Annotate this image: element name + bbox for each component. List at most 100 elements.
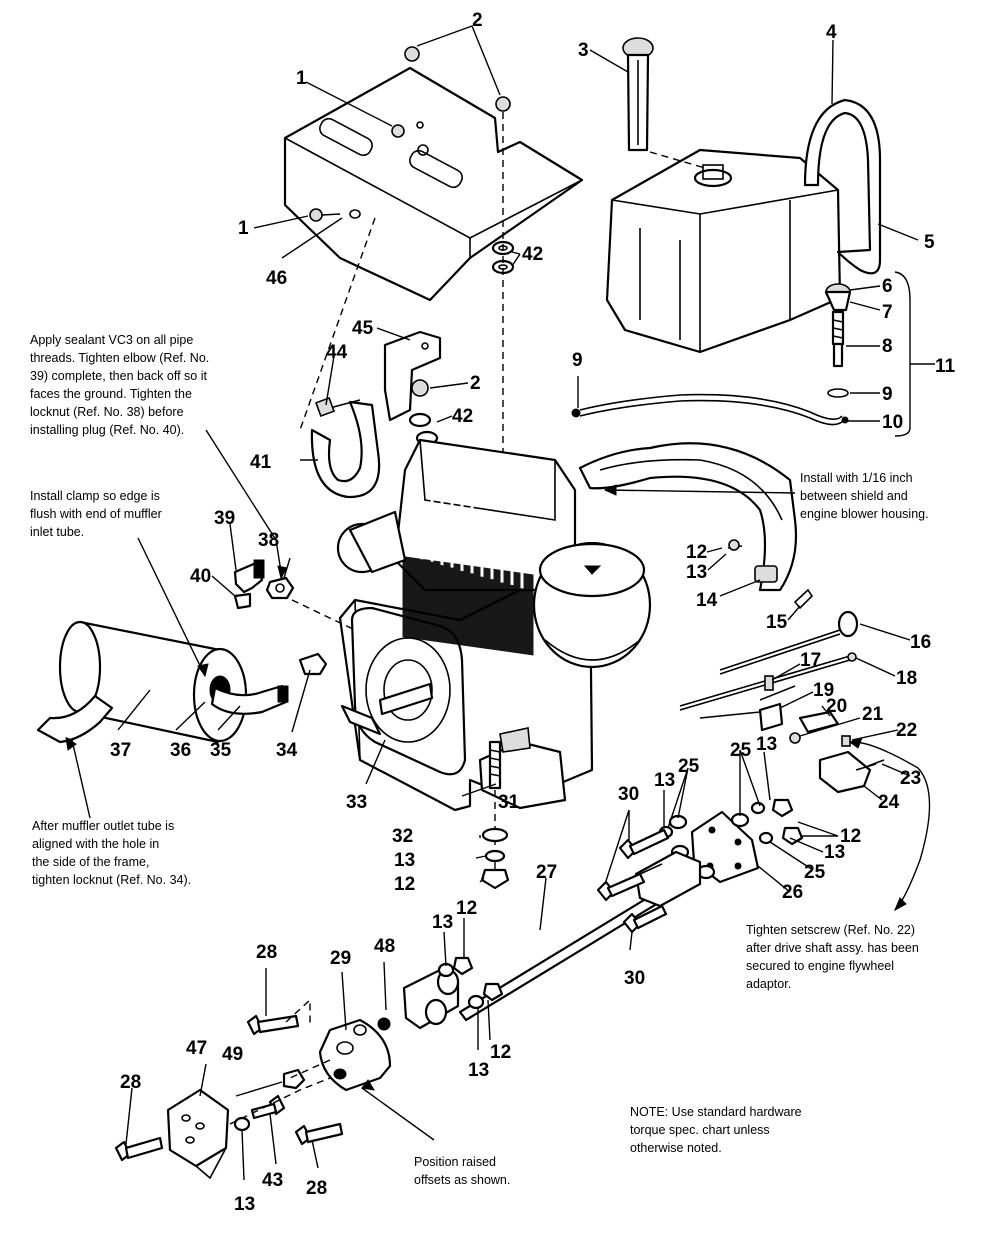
callout-13: 13: [654, 770, 675, 791]
note-line: secured to engine flywheel: [746, 959, 894, 973]
throttle-cables: [679, 610, 859, 719]
callout-46: 46: [266, 268, 287, 289]
note-line: after drive shaft assy. has been: [746, 941, 919, 955]
note-line: Position raised: [414, 1155, 496, 1169]
note-line: otherwise noted.: [630, 1141, 722, 1155]
callout-28: 28: [306, 1178, 327, 1199]
bolt-alignment-line-2: [289, 1059, 331, 1079]
callout-26: 26: [782, 882, 803, 903]
tank-strap-4-5: [803, 98, 882, 275]
note-setscrew: Tighten setscrew (Ref. No. 22) after dri…: [746, 923, 919, 991]
note-muffler: After muffler outlet tube is aligned wit…: [32, 819, 191, 887]
callout-37: 37: [110, 740, 131, 761]
bolt-alignment-line: [285, 998, 311, 1024]
callout-41: 41: [250, 452, 272, 473]
callout-8: 8: [882, 336, 893, 357]
note-line: Install clamp so edge is: [30, 489, 160, 503]
note-line: NOTE: Use standard hardware: [630, 1105, 802, 1119]
fuel-gauge-cap-3: [622, 37, 706, 169]
callout-4: 4: [826, 22, 837, 43]
callout-13: 13: [756, 734, 777, 755]
shroud-alignment-line: [299, 217, 376, 431]
note-line: inlet tube.: [30, 525, 84, 539]
callout-1: 1: [296, 68, 307, 89]
linkage-19-24: [758, 702, 885, 794]
callout-3: 3: [578, 40, 589, 61]
callout-45: 45: [352, 318, 374, 339]
note-sealant: Apply sealant VC3 on all pipe threads. T…: [30, 333, 209, 437]
callout-33: 33: [346, 792, 367, 813]
muffler-clamp-41: [310, 397, 381, 499]
callout-17: 17: [800, 650, 821, 671]
callout-13: 13: [686, 562, 707, 583]
coupler-bolts: [114, 1014, 344, 1162]
callout-14: 14: [696, 590, 718, 611]
drive-shaft-27: [402, 850, 702, 1030]
callout-42: 42: [522, 244, 543, 265]
note-line: adaptor.: [746, 977, 791, 991]
callout-2: 2: [470, 373, 481, 394]
callout-5: 5: [924, 232, 935, 253]
callout-25: 25: [730, 740, 752, 761]
callout-30: 30: [618, 784, 639, 805]
callout-47: 47: [186, 1038, 207, 1059]
note-line: flush with end of muffler: [30, 507, 162, 521]
coupler-alignment-line: [229, 1077, 331, 1125]
callout-15: 15: [766, 612, 788, 633]
note-line: 39) complete, then back off so it: [30, 369, 207, 383]
air-cleaner: [532, 541, 652, 669]
callout-9: 9: [882, 384, 893, 405]
setscrew-note-leader: [849, 741, 931, 911]
note-offsets: Position raised offsets as shown.: [414, 1155, 510, 1187]
blower-shield-14: [578, 442, 814, 610]
callout-12: 12: [840, 826, 861, 847]
callout-32: 32: [392, 826, 413, 847]
note-line: the side of the frame,: [32, 855, 149, 869]
callout-19: 19: [813, 680, 834, 701]
callout-28: 28: [256, 942, 277, 963]
washer-stack-42: [491, 240, 515, 275]
callout-22: 22: [896, 720, 917, 741]
callout-12: 12: [456, 898, 477, 919]
note-line: offsets as shown.: [414, 1173, 510, 1187]
callout-25: 25: [678, 756, 700, 777]
callout-23: 23: [900, 768, 921, 789]
callout-12: 12: [686, 542, 707, 563]
arrowheads: [65, 484, 907, 1091]
bracket-45: [383, 330, 442, 446]
callout-39: 39: [214, 508, 235, 529]
note-line: Install with 1/16 inch: [800, 471, 913, 485]
callout-13: 13: [468, 1060, 489, 1081]
callout-34: 34: [276, 740, 298, 761]
callout-27: 27: [536, 862, 557, 883]
callout-21: 21: [862, 704, 884, 725]
note-line: locknut (Ref. No. 38) before: [30, 405, 184, 419]
callout-12: 12: [490, 1042, 511, 1063]
callout-30: 30: [624, 968, 645, 989]
callout-9: 9: [572, 350, 583, 371]
callout-43: 43: [262, 1170, 283, 1191]
shaft-bolts-30: [596, 828, 670, 934]
fuel-fittings-6-10: [571, 283, 852, 426]
callout-29: 29: [330, 948, 351, 969]
flywheel-hardware: [658, 798, 804, 880]
note-shield: Install with 1/16 inch between shield an…: [800, 471, 929, 521]
muffler-37: [36, 620, 289, 744]
callouts: 1 1 2 2 3 4 5 6 7 8 9 9 10 11 12 12 12 1…: [110, 10, 956, 1215]
callout-31: 31: [498, 792, 520, 813]
callout-25: 25: [804, 862, 826, 883]
note-torque: NOTE: Use standard hardware torque spec.…: [630, 1105, 802, 1155]
mount-plate-47: [166, 1088, 230, 1180]
engine-shroud: [283, 66, 584, 302]
leader-lines: [65, 25, 935, 1181]
note-line: faces the ground. Tighten the: [30, 387, 192, 401]
callout-36: 36: [170, 740, 191, 761]
callout-6: 6: [882, 276, 893, 297]
note-line: Apply sealant VC3 on all pipe: [30, 333, 193, 347]
callout-40: 40: [190, 566, 211, 587]
coupler-29: [318, 1017, 392, 1092]
callout-13: 13: [824, 842, 845, 863]
callout-38: 38: [258, 530, 279, 551]
callout-11: 11: [935, 356, 956, 377]
callout-24: 24: [878, 792, 900, 813]
